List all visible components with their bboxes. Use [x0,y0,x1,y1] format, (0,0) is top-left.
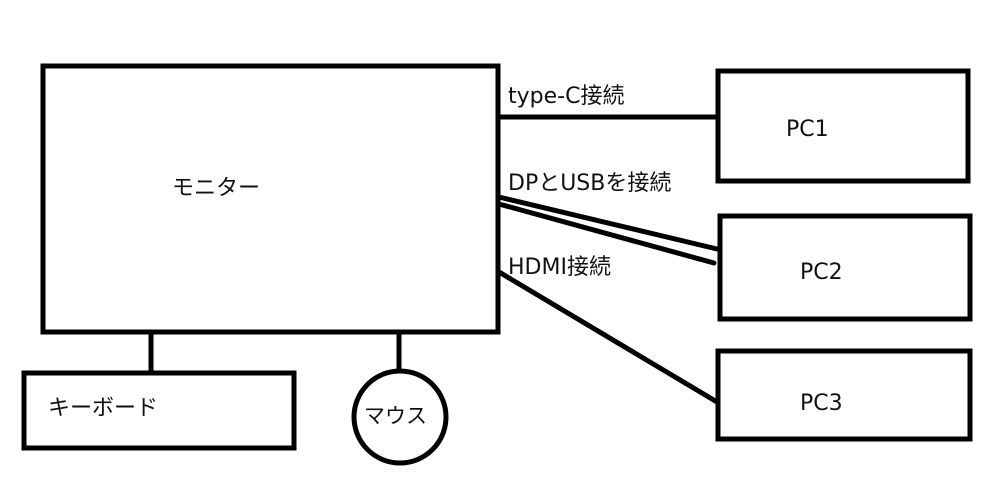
edge-label-hdmi: HDMI接続 [508,255,611,280]
edge-line-usb [496,201,717,266]
monitor-label: モニター [172,176,261,201]
keyboard-label: キーボード [48,396,159,421]
pc2-label: PC2 [800,260,843,285]
mouse-label: マウス [364,404,427,428]
edge-label-dp-usb: DPとUSBを接続 [508,171,672,196]
monitor-box [40,63,501,335]
edge-label-typec: type-C接続 [508,84,625,109]
pc1-label: PC1 [786,117,829,142]
mouse-circle [351,368,449,466]
pc2-box [717,213,973,322]
keyboard-box [21,370,297,451]
pc1-box [715,68,971,184]
pc3-label: PC3 [800,391,843,416]
edge-line-hdmi [496,269,720,405]
pc3-box [715,348,973,442]
edge-line-dp [496,194,720,252]
